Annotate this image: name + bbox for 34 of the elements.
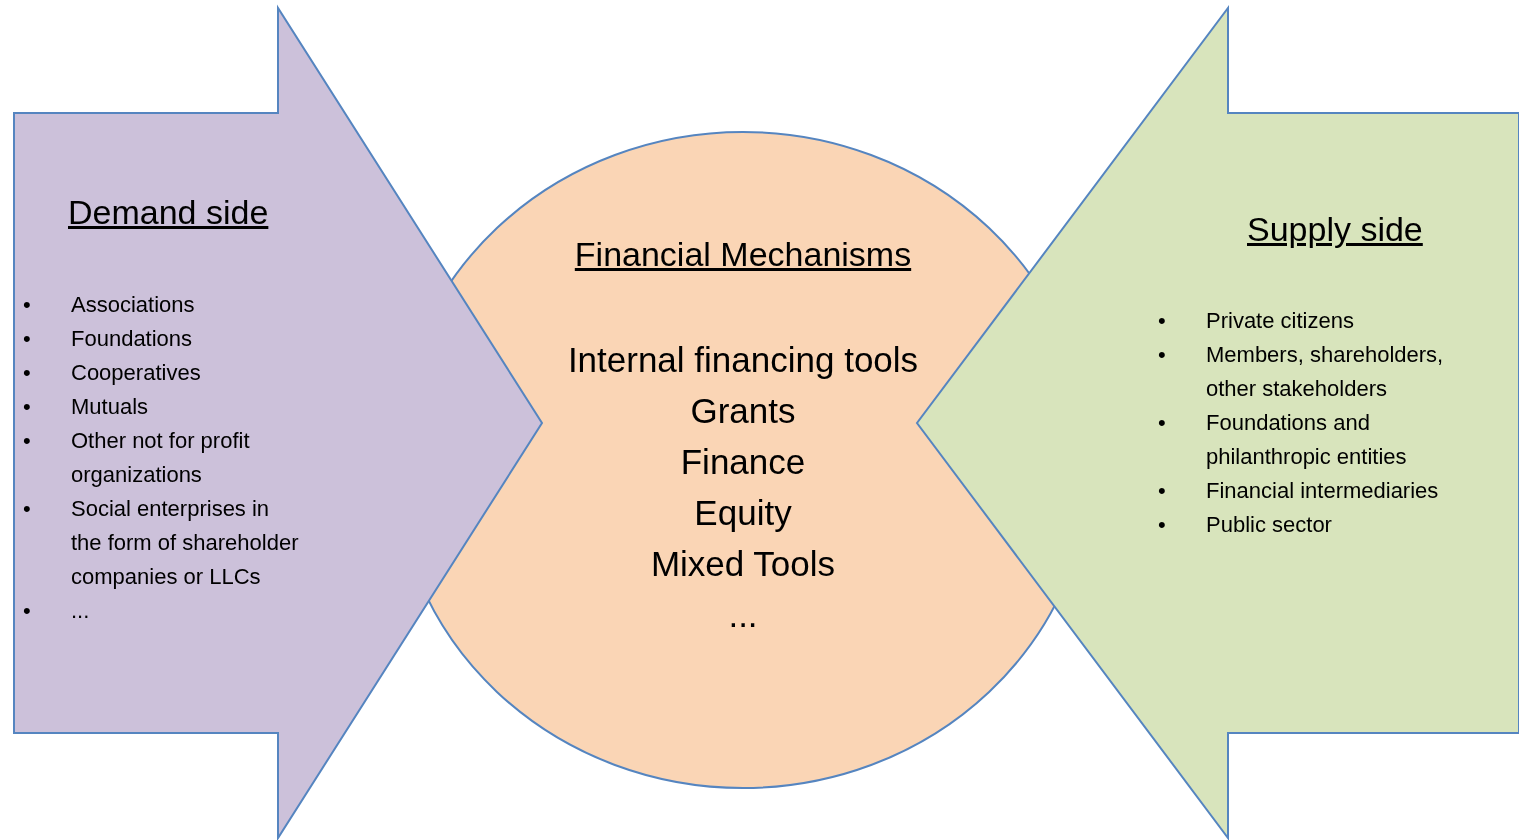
heading: Financial Mechanisms (573, 235, 913, 274)
heading: Demand side (68, 193, 269, 232)
block-arrow (917, 8, 1519, 838)
body-text: ... (727, 594, 759, 636)
list-item: Members, shareholders, other stakeholders (1206, 342, 1444, 401)
list-item: Financial intermediaries (1206, 478, 1439, 503)
list-item: Foundations (71, 326, 193, 351)
bullet: • (1158, 341, 1166, 369)
list-item: Social enterprises in the form of shareholder companies or LLCs (71, 496, 299, 589)
body-text: Finance (679, 441, 807, 483)
list-item: Mutuals (71, 394, 149, 419)
bullet: • (1158, 409, 1166, 437)
bullet: • (23, 359, 31, 387)
list-item: Public sector (1206, 512, 1332, 537)
bullet: • (1158, 511, 1166, 539)
bullet: • (23, 291, 31, 319)
heading: Supply side (1247, 210, 1423, 249)
body-text: Grants (689, 390, 797, 432)
list-item: Cooperatives (71, 360, 201, 385)
body-text: Internal financing tools (566, 339, 920, 381)
bullet: • (1158, 477, 1166, 505)
body-text: Mixed Tools (649, 543, 837, 585)
bullet: • (23, 597, 31, 625)
list-item: Private citizens (1206, 308, 1354, 333)
body-text: Equity (693, 492, 793, 534)
list-item: ... (71, 598, 90, 623)
bullet: • (23, 495, 31, 523)
list-item: Foundations and philanthropic entities (1206, 410, 1407, 469)
bullet: • (1158, 307, 1166, 335)
bullet: • (23, 393, 31, 421)
bullet: • (23, 325, 31, 353)
list-item: Other not for profit organizations (71, 428, 250, 487)
list-item: Associations (71, 292, 195, 317)
bullet: • (23, 427, 31, 455)
